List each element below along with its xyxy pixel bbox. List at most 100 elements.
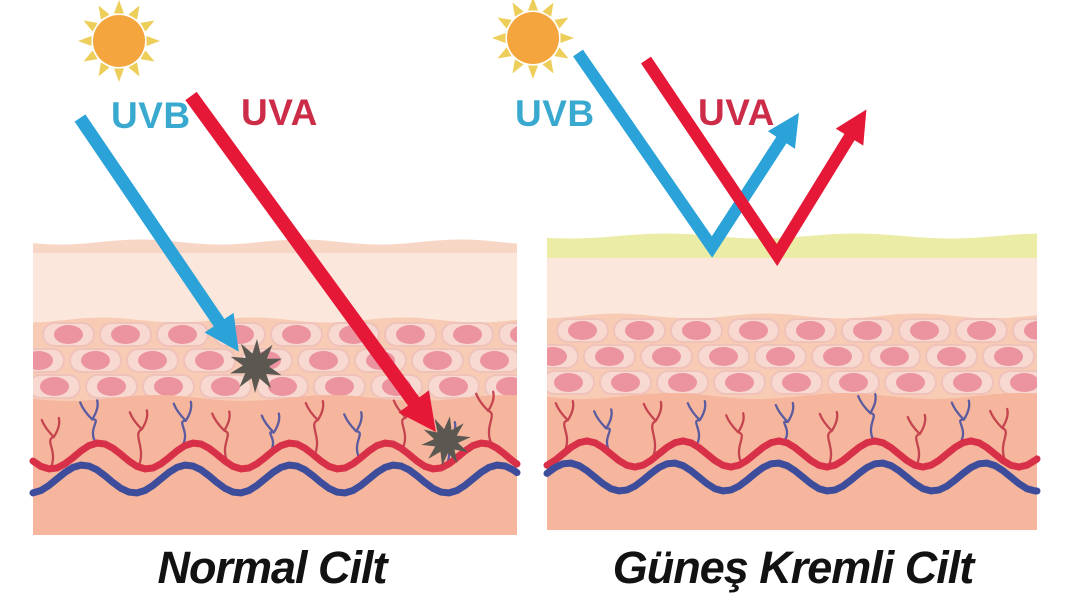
cell-nucleus	[97, 377, 126, 396]
cell-nucleus	[668, 373, 697, 392]
cell-nucleus	[839, 373, 868, 392]
uva-label: UVA	[698, 92, 775, 133]
skin-cell	[1040, 345, 1068, 368]
cell-nucleus	[225, 325, 254, 344]
cell-nucleus	[439, 377, 468, 396]
cell-nucleus	[652, 347, 681, 366]
vein-vessel	[543, 459, 1041, 495]
uva-damage-starburst	[421, 416, 471, 466]
capillary-vessel	[725, 412, 745, 464]
capillary-vessel	[774, 401, 795, 442]
sun-ray	[98, 5, 110, 20]
uva-arrow	[185, 91, 436, 432]
cell-nucleus	[547, 347, 567, 366]
cell-nucleus	[33, 351, 53, 370]
sun-ray	[78, 36, 92, 46]
capillary-vessel	[79, 399, 99, 443]
cell-nucleus	[725, 373, 754, 392]
cell-nucleus	[880, 347, 909, 366]
sunscreen-layer	[547, 233, 1037, 259]
skin-cell	[498, 322, 517, 347]
sun-ray	[560, 33, 574, 43]
cell-nucleus	[625, 321, 654, 340]
cell-nucleus	[595, 347, 624, 366]
sun-ray	[114, 0, 124, 14]
capillary-vessel	[128, 409, 149, 467]
cell-nucleus	[309, 351, 338, 370]
capillary-vessel	[172, 400, 193, 446]
sun-ray	[128, 62, 140, 77]
cell-nucleus	[937, 347, 966, 366]
sun-ray	[497, 17, 512, 29]
cell-nucleus	[138, 351, 167, 370]
cell-nucleus	[1024, 321, 1037, 340]
sun-ray	[128, 5, 140, 20]
uvb-label: UVB	[515, 93, 595, 134]
cell-nucleus	[766, 347, 795, 366]
sun-icon	[78, 0, 160, 82]
artery-vessel	[543, 437, 1041, 471]
sun-core	[93, 15, 145, 67]
sun-ray	[497, 47, 512, 59]
capillary-vessel	[304, 399, 325, 456]
capillary-vessel	[475, 390, 495, 444]
cell-nucleus	[796, 321, 825, 340]
capillary-vessel	[950, 399, 971, 443]
cell-nucleus	[953, 373, 982, 392]
skin-cells	[33, 322, 517, 399]
sun-ray	[140, 20, 155, 32]
cell-nucleus	[554, 373, 583, 392]
capillary-vessel	[857, 392, 877, 441]
cell-nucleus	[211, 377, 240, 396]
sun-ray	[492, 33, 506, 43]
cell-nucleus	[195, 351, 224, 370]
artery-vessel	[29, 439, 521, 473]
blood-vessels	[543, 392, 1041, 495]
skin-cells	[547, 318, 1068, 395]
uva-reflected-arrow	[641, 56, 867, 267]
capillary-vessel	[40, 416, 61, 469]
sun-ray	[146, 36, 160, 46]
cell-nucleus	[282, 325, 311, 344]
cell-nucleus	[81, 351, 110, 370]
sun-ray	[554, 47, 569, 59]
panel-title-normal-skin: Normal Cilt	[157, 542, 387, 593]
epidermis-layer	[547, 258, 1037, 320]
cell-nucleus	[168, 325, 197, 344]
cell-nucleus	[896, 373, 925, 392]
sun-icon	[492, 0, 574, 79]
cell-nucleus	[1051, 347, 1068, 366]
sun-ray	[512, 59, 524, 74]
sun-ray	[83, 20, 98, 32]
epidermis-layer	[33, 253, 517, 324]
skin-block-normal	[29, 239, 521, 535]
sun-ray	[528, 65, 538, 79]
cell-nucleus	[568, 321, 597, 340]
cell-nucleus	[510, 326, 517, 343]
sun-ray	[542, 2, 554, 17]
skin-cell	[1012, 318, 1037, 343]
panel-title-sunscreen-skin: Güneş Kremli Cilt	[612, 542, 975, 593]
dermis-layer	[33, 395, 517, 535]
sun-ray	[512, 2, 524, 17]
blood-vessels	[29, 390, 521, 497]
sun-ray	[83, 50, 98, 62]
cell-nucleus	[453, 325, 482, 344]
cell-nucleus	[423, 351, 452, 370]
cell-nucleus	[496, 377, 517, 396]
sun-ray	[542, 59, 554, 74]
cell-nucleus	[782, 373, 811, 392]
sun-ray	[98, 62, 110, 77]
capillary-vessel	[818, 410, 839, 467]
cell-nucleus	[480, 351, 509, 370]
capillary-vessel	[642, 400, 663, 459]
cell-nucleus	[910, 321, 939, 340]
capillary-vessel	[343, 411, 363, 459]
cell-nucleus	[823, 347, 852, 366]
cell-nucleus	[853, 321, 882, 340]
cell-nucleus	[325, 377, 354, 396]
cell-nucleus	[111, 325, 140, 344]
sun-core	[507, 12, 559, 64]
